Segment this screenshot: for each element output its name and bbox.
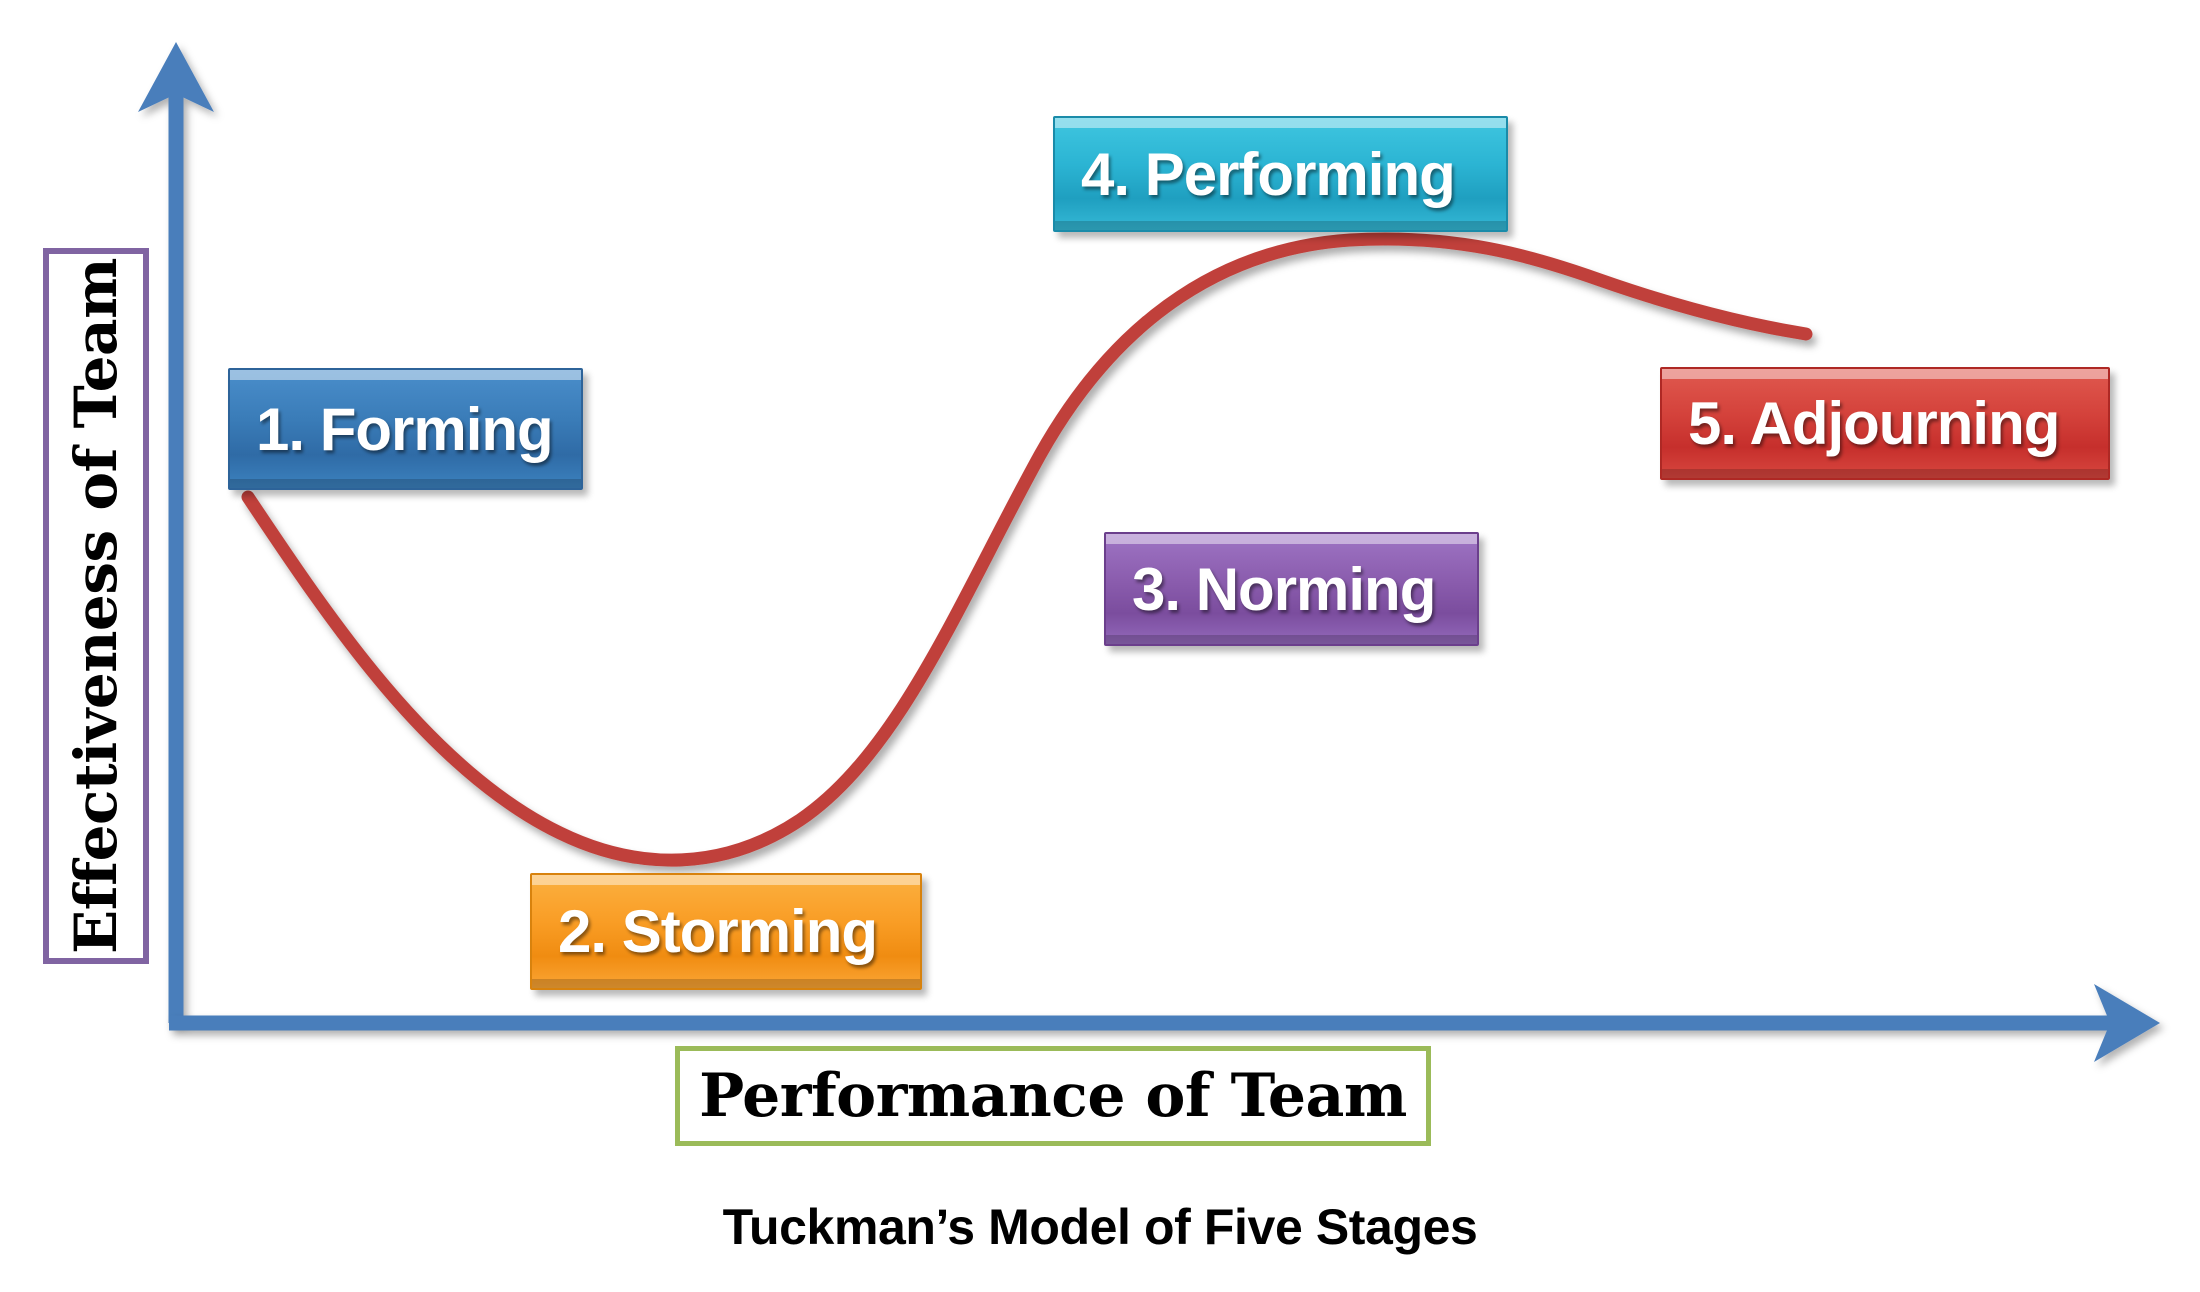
- stage-label-adjourning: 5. Adjourning: [1688, 390, 2060, 457]
- curve-path: [241, 232, 1813, 867]
- stage-box-norming[interactable]: 3. Norming: [1104, 532, 1479, 646]
- stage-label-forming: 1. Forming: [256, 395, 554, 463]
- stage-label-performing: 4. Performing: [1081, 140, 1456, 208]
- stage-box-adjourning[interactable]: 5. Adjourning: [1660, 367, 2110, 480]
- x-axis-label-text: Performance of Team: [699, 1061, 1407, 1131]
- stage-box-storming[interactable]: 2. Storming: [530, 873, 922, 990]
- diagram-caption: Tuckman’s Model of Five Stages: [722, 1199, 1478, 1255]
- x-axis-arrow: [169, 984, 2160, 1062]
- y-axis-arrow: [138, 42, 214, 1023]
- stage-label-norming: 3. Norming: [1132, 555, 1436, 623]
- y-axis-label-box: Effectiveness of Team: [43, 248, 149, 964]
- stage-box-performing[interactable]: 4. Performing: [1053, 116, 1508, 232]
- stage-label-storming: 2. Storming: [558, 898, 878, 965]
- stage-box-forming[interactable]: 1. Forming: [228, 368, 583, 490]
- x-axis-label-box: Performance of Team: [675, 1046, 1431, 1146]
- y-axis-label-text: Effectiveness of Team: [62, 257, 131, 955]
